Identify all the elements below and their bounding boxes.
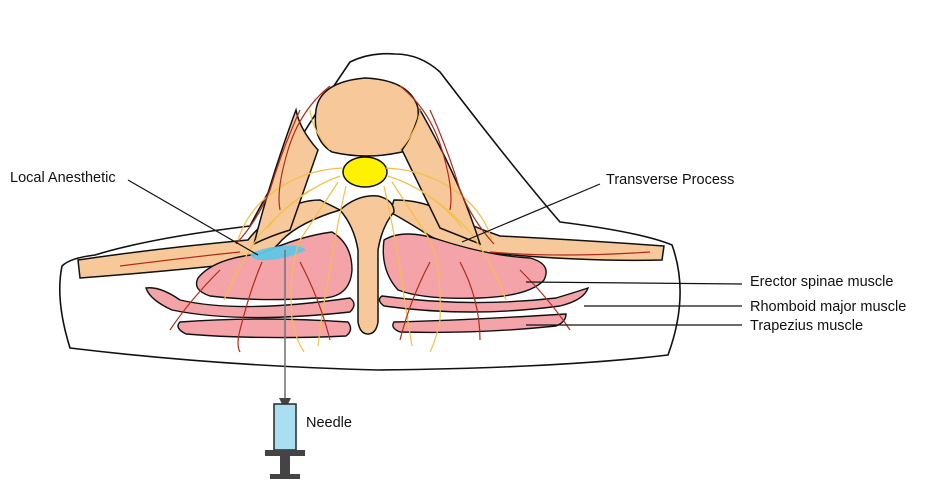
needle-hub: [279, 398, 291, 404]
syringe-flange: [265, 450, 305, 456]
plunger-rod: [280, 456, 290, 474]
label-transverse-process: Transverse Process: [606, 172, 734, 188]
label-local-anesthetic: Local Anesthetic: [10, 170, 116, 186]
label-trapezius: Trapezius muscle: [750, 318, 863, 334]
leader-local-anesthetic: [128, 180, 258, 255]
label-erector-spinae: Erector spinae muscle: [750, 274, 893, 290]
leader-transverse-process: [462, 184, 600, 242]
label-needle: Needle: [306, 415, 352, 431]
leader-erector-spinae: [526, 282, 742, 284]
left-pedicle: [254, 110, 318, 244]
plunger-cap: [270, 474, 300, 479]
syringe-barrel: [274, 404, 296, 450]
label-rhomboid-major: Rhomboid major muscle: [750, 299, 906, 315]
vertebral-body: [315, 78, 418, 156]
spinal-cord: [343, 157, 387, 187]
